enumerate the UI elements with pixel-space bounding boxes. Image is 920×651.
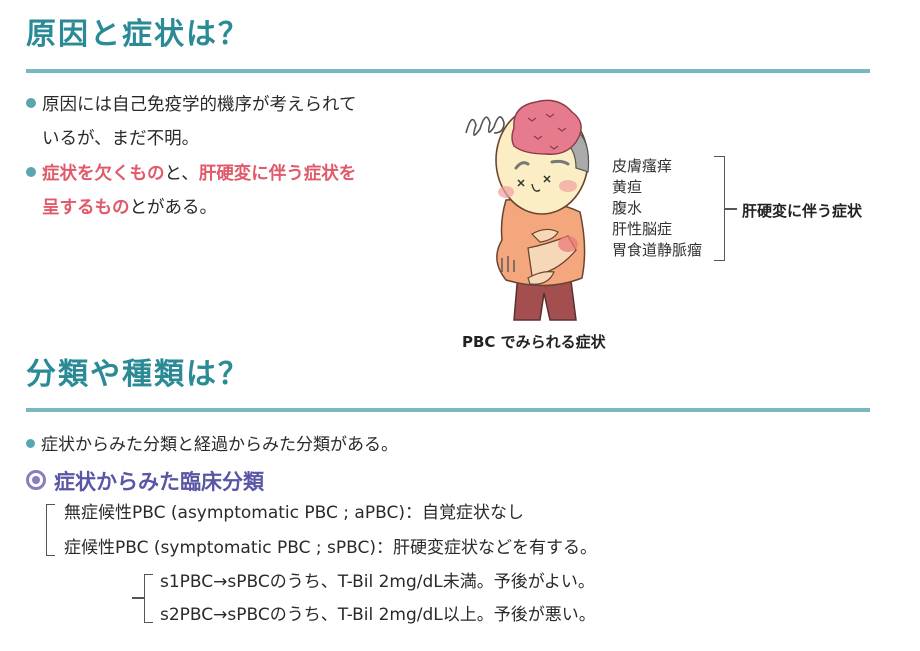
subclass-s1pbc: s1PBC→sPBCのうち、T-Bil 2mg/dL未満。予後がよい。 bbox=[160, 572, 595, 592]
classification-bracket bbox=[46, 504, 55, 556]
classification-asymptomatic: 無症候性PBC (asymptomatic PBC ; aPBC)：自覚症状なし bbox=[64, 503, 524, 523]
bullet-dot-icon bbox=[26, 167, 36, 177]
symptom-bracket bbox=[714, 156, 725, 261]
bullet-text: 原因には自己免疫学的機序が考えられて bbox=[42, 95, 357, 115]
subclass-s2pbc: s2PBC→sPBCのうち、T-Bil 2mg/dL以上。予後が悪い。 bbox=[160, 605, 596, 625]
section-divider bbox=[26, 408, 870, 412]
bullet-symptom-types-cont: 呈するものとがある。 bbox=[42, 198, 218, 218]
bracket-label: 肝硬変に伴う症状 bbox=[742, 202, 863, 220]
subheading: 症状からみた臨床分類 bbox=[26, 470, 264, 493]
classification-symptomatic: 症候性PBC (symptomatic PBC ; sPBC)：肝硬変症状などを… bbox=[64, 538, 597, 558]
bullet-text: と、 bbox=[164, 164, 199, 184]
brain-icon bbox=[511, 99, 582, 155]
section-title-classification: 分類や種類は？ bbox=[26, 357, 250, 392]
figure-caption: PBC でみられる症状 bbox=[462, 333, 606, 351]
bullet-text: 症状からみた分類と経過からみた分類がある。 bbox=[41, 435, 398, 455]
section-divider bbox=[26, 69, 870, 73]
symptom-item: 皮膚瘙痒 bbox=[612, 157, 673, 175]
bullet-text: とがある。 bbox=[129, 198, 218, 218]
symptom-item: 黄疸 bbox=[612, 178, 643, 196]
target-circle-icon bbox=[26, 470, 46, 490]
bullet-cause-cont: いるが、まだ不明。 bbox=[42, 129, 200, 149]
symptom-list: 皮膚瘙痒 黄疸 腹水 肝性脳症 胃食道静脈瘤 bbox=[612, 156, 702, 261]
bullet-dot-icon bbox=[26, 439, 35, 448]
bracket-connector bbox=[725, 208, 737, 210]
symptom-item: 腹水 bbox=[612, 199, 643, 217]
symptom-item: 胃食道静脈瘤 bbox=[612, 241, 703, 259]
subclass-connector bbox=[132, 597, 144, 599]
emphasis-text: 症状を欠くもの bbox=[42, 164, 165, 184]
bullet-dot-icon bbox=[26, 98, 36, 108]
emphasis-text: 肝硬変に伴う症状を bbox=[198, 164, 357, 184]
patient-illustration bbox=[465, 99, 590, 321]
subclassification-bracket bbox=[144, 574, 153, 623]
symptom-item: 肝性脳症 bbox=[612, 220, 673, 238]
bullet-symptom-types: 症状を欠くものと、肝硬変に伴う症状を bbox=[26, 164, 357, 184]
bullet-classification: 症状からみた分類と経過からみた分類がある。 bbox=[26, 437, 398, 454]
subheading-text: 症状からみた臨床分類 bbox=[54, 470, 264, 494]
emphasis-text: 呈するもの bbox=[42, 198, 130, 218]
section-title-cause-symptoms: 原因と症状は？ bbox=[26, 17, 250, 52]
dizzy-swirl-icon bbox=[465, 116, 505, 136]
bullet-cause: 原因には自己免疫学的機序が考えられて bbox=[26, 95, 357, 115]
